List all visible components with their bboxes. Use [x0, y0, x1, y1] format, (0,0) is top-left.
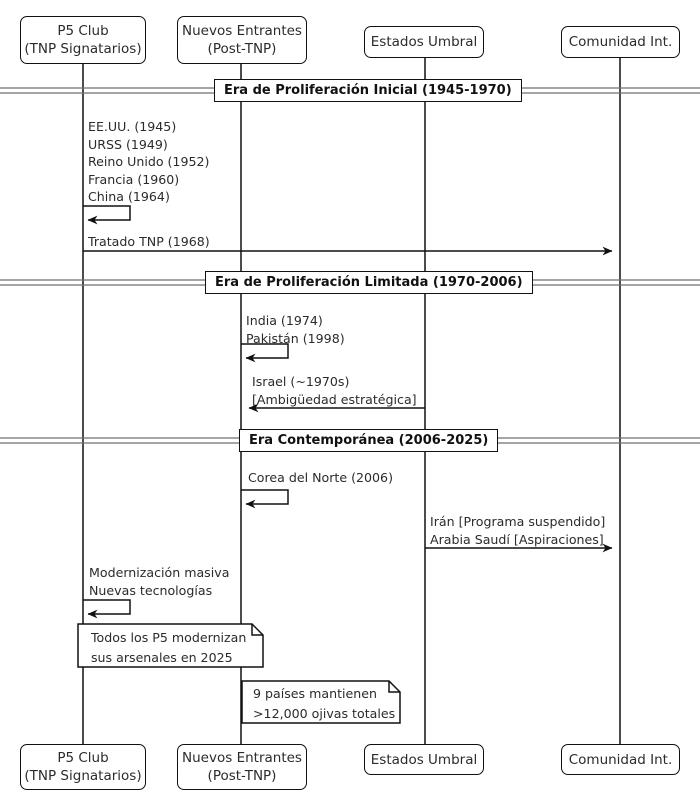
note-text-note1-line-0: Todos los P5 modernizan	[91, 630, 247, 645]
message-label-m4: Israel (~1970s) [Ambigüedad estratégica]	[252, 373, 417, 408]
participant-header-umbral[interactable]: Estados Umbral	[364, 26, 484, 58]
message-label-m1-line-3: Francia (1960)	[88, 171, 180, 187]
participant-footer-umbral-line1: Estados Umbral	[370, 751, 478, 768]
participant-header-comunidad-line1: Comunidad Int.	[568, 34, 673, 50]
era-label-2: Era de Proliferación Limitada (1970-2006…	[205, 271, 533, 294]
message-label-m2: Tratado TNP (1968)	[88, 233, 210, 251]
participant-footer-comunidad-line1: Comunidad Int.	[568, 751, 673, 768]
participant-header-nuevos[interactable]: Nuevos Entrantes (Post-TNP)	[177, 16, 307, 64]
message-label-m6-line-0: Irán [Programa suspendido]	[430, 514, 606, 529]
message-label-m3-line-1: Pakistán (1998)	[246, 330, 345, 346]
participant-header-nuevos-line1: Nuevos Entrantes	[182, 23, 302, 39]
message-label-m5: Corea del Norte (2006)	[248, 469, 393, 487]
participant-header-umbral-line1: Estados Umbral	[370, 34, 478, 50]
note-text-note2-line-1: >12,000 ojivas totales	[253, 706, 396, 721]
message-label-m5-line-0: Corea del Norte (2006)	[248, 470, 393, 485]
participant-header-p5-line1: P5 Club	[57, 23, 109, 39]
message-label-m3-line-0: India (1974)	[246, 313, 323, 328]
note-text-note1-line-1: sus arsenales en 2025	[91, 650, 233, 665]
message-label-m6: Irán [Programa suspendido] Arabia Saudí …	[430, 513, 605, 548]
era-label-3: Era Contemporánea (2006-2025)	[239, 429, 499, 452]
message-label-m3: India (1974) Pakistán (1998)	[246, 312, 345, 347]
message-label-m2-line-0: Tratado TNP (1968)	[88, 234, 210, 249]
participant-footer-p5[interactable]: P5 Club (TNP Signatarios)	[20, 744, 146, 790]
message-label-m1-line-1: URSS (1949)	[88, 136, 168, 152]
message-label-m7: Modernización masiva Nuevas tecnologías	[89, 564, 229, 599]
message-label-m4-line-0: Israel (~1970s)	[252, 374, 350, 389]
message-label-m1: EE.UU. (1945) URSS (1949) Reino Unido (1…	[88, 118, 209, 206]
era-label-2-text: Era de Proliferación Limitada (1970-2006…	[215, 275, 523, 290]
note-text-note2-line-0: 9 países mantienen	[253, 686, 377, 701]
participant-header-p5[interactable]: P5 Club (TNP Signatarios)	[20, 16, 146, 64]
message-label-m1-line-4: China (1964)	[88, 189, 170, 204]
participant-footer-comunidad[interactable]: Comunidad Int.	[561, 744, 680, 775]
participant-header-comunidad[interactable]: Comunidad Int.	[561, 26, 680, 58]
participant-header-nuevos-line2: (Post-TNP)	[207, 41, 277, 57]
message-label-m1-line-2: Reino Unido (1952)	[88, 154, 210, 169]
era-label-1: Era de Proliferación Inicial (1945-1970)	[214, 79, 522, 102]
message-arrow-m5	[241, 489, 289, 509]
participant-footer-p5-line1: P5 Club	[57, 750, 109, 766]
message-label-m6-line-1: Arabia Saudí [Aspiraciones]	[430, 531, 604, 547]
participant-footer-nuevos-line2: (Post-TNP)	[207, 768, 277, 784]
message-label-m1-line-0: EE.UU. (1945)	[88, 119, 177, 134]
message-label-m7-line-0: Modernización masiva	[89, 565, 230, 580]
message-label-m4-line-1: [Ambigüedad estratégica]	[252, 391, 417, 407]
participant-footer-nuevos[interactable]: Nuevos Entrantes (Post-TNP)	[177, 744, 307, 790]
note-text-note1: Todos los P5 modernizan sus arsenales en…	[91, 628, 246, 668]
era-label-3-text: Era Contemporánea (2006-2025)	[249, 433, 489, 448]
participant-footer-umbral[interactable]: Estados Umbral	[364, 744, 484, 775]
participant-footer-p5-line2: (TNP Signatarios)	[24, 768, 142, 784]
era-label-1-text: Era de Proliferación Inicial (1945-1970)	[224, 83, 512, 98]
participant-header-p5-line2: (TNP Signatarios)	[24, 41, 142, 57]
message-arrow-m7	[83, 599, 131, 619]
participant-footer-nuevos-line1: Nuevos Entrantes	[182, 750, 302, 766]
message-label-m7-line-1: Nuevas tecnologías	[89, 582, 213, 598]
note-text-note2: 9 países mantienen >12,000 ojivas totale…	[253, 684, 395, 724]
message-arrow-m1	[83, 205, 131, 225]
